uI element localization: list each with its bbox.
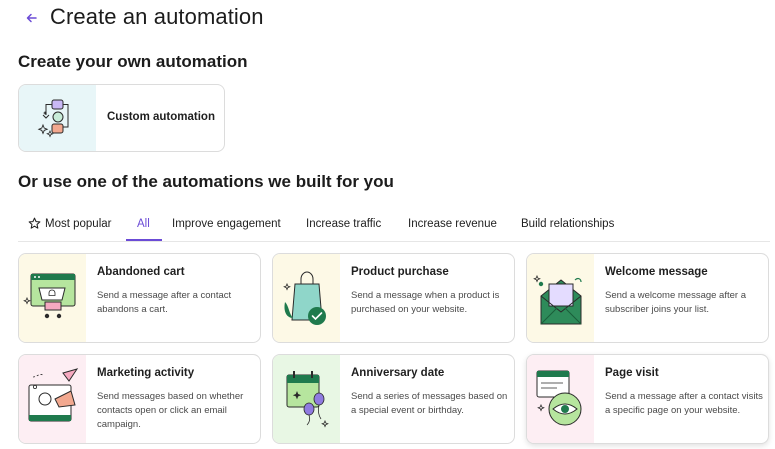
- eye-icon: [536, 370, 582, 426]
- custom-automation-thumbnail: [19, 85, 96, 151]
- shopping-bag-icon: [283, 271, 326, 325]
- tab-active-indicator: [126, 239, 162, 241]
- card-thumbnail: [273, 355, 340, 443]
- card-title: Product purchase: [351, 266, 449, 278]
- custom-automation-label: Custom automation: [107, 111, 215, 123]
- card-description: Send a message after a contact visits a …: [605, 391, 763, 416]
- card-description: Send messages based on whether contacts …: [97, 391, 244, 430]
- card-thumbnail: [527, 254, 594, 342]
- card-title: Anniversary date: [351, 367, 445, 379]
- automation-card-product-purchase[interactable]: Product purchase Send a message when a p…: [272, 253, 515, 343]
- card-thumbnail: [527, 355, 594, 443]
- section-heading-own: Create your own automation: [18, 52, 248, 71]
- calendar-icon: [286, 371, 329, 428]
- card-title: Page visit: [605, 367, 659, 379]
- card-thumbnail: [19, 355, 86, 443]
- custom-automation-card[interactable]: Custom automation: [18, 84, 225, 152]
- star-icon: [28, 217, 41, 229]
- automation-card-marketing-activity[interactable]: Marketing activity Send messages based o…: [18, 354, 261, 444]
- megaphone-icon: [28, 368, 79, 422]
- card-thumbnail: [19, 254, 86, 342]
- tab-improve-engagement[interactable]: Improve engagement: [172, 218, 281, 230]
- tab-increase-traffic[interactable]: Increase traffic: [306, 218, 382, 230]
- card-description: Send a series of messages based on a spe…: [351, 391, 508, 416]
- tab-increase-revenue[interactable]: Increase revenue: [408, 218, 497, 230]
- card-description: Send a welcome message after a subscribe…: [605, 290, 746, 315]
- cart-icon: [23, 273, 76, 319]
- tab-most-popular[interactable]: Most popular: [45, 218, 112, 230]
- page-header: Create an automation: [0, 0, 775, 36]
- category-tabs: Most popular All Improve engagement Incr…: [18, 208, 770, 242]
- workflow-icon: [37, 99, 69, 138]
- automation-card-welcome-message[interactable]: Welcome message Send a welcome message a…: [526, 253, 769, 343]
- section-heading-built: Or use one of the automations we built f…: [18, 172, 394, 191]
- card-title: Welcome message: [605, 266, 708, 278]
- automation-card-page-visit[interactable]: Page visit Send a message after a contac…: [526, 354, 769, 444]
- card-description: Send a message after a contact abandons …: [97, 290, 232, 315]
- card-title: Marketing activity: [97, 367, 195, 379]
- tab-build-relationships[interactable]: Build relationships: [521, 218, 615, 230]
- card-description: Send a message when a product is purchas…: [351, 290, 500, 315]
- card-thumbnail: [273, 254, 340, 342]
- arrow-left-icon[interactable]: [22, 8, 42, 28]
- automation-card-anniversary-date[interactable]: Anniversary date Send a series of messag…: [272, 354, 515, 444]
- envelope-icon: [533, 274, 582, 325]
- automation-card-abandoned-cart[interactable]: Abandoned cart Send a message after a co…: [18, 253, 261, 343]
- tab-all[interactable]: All: [137, 218, 150, 230]
- card-title: Abandoned cart: [97, 266, 185, 278]
- page-title: Create an automation: [50, 4, 264, 29]
